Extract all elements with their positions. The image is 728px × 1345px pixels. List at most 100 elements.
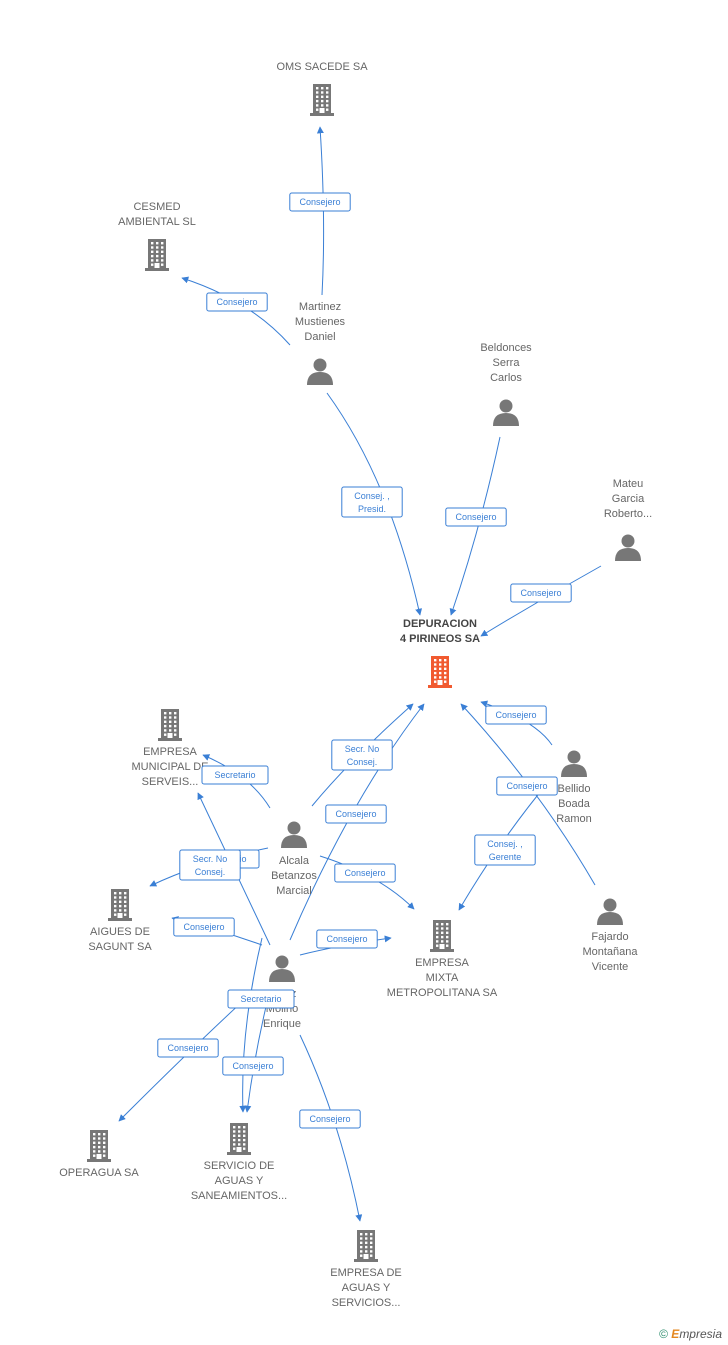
- node-label-line: SERVICIO DE: [204, 1160, 275, 1172]
- node-label-line: Ramon: [556, 813, 591, 825]
- edge-label-box: [341, 486, 403, 518]
- edge-label-martinez-to-oms[interactable]: Consejero: [289, 192, 351, 212]
- edge-label-box: [206, 292, 268, 312]
- node-label-line: Enrique: [263, 1018, 301, 1030]
- edge-label-text: Secr. No: [193, 854, 228, 864]
- node-label-line: Mustienes: [295, 316, 346, 328]
- node-label-line: Beldonces: [480, 342, 532, 354]
- nodes-layer: OMS SACEDE SA CESMED AMBIENTAL SL MartinezM…: [59, 61, 652, 1309]
- edge-label-alcala-to-emserveis[interactable]: Secretario: [201, 765, 269, 785]
- edge-label-box: [222, 1056, 284, 1076]
- edge-label-perez-to-eaguas[interactable]: Consejero: [299, 1109, 361, 1129]
- building-icon: [227, 1123, 251, 1155]
- node-aigues[interactable]: AIGUES DE SAGUNT SA: [88, 889, 152, 953]
- edge-label-box: [445, 507, 507, 527]
- node-label-line: AIGUES DE: [90, 926, 150, 938]
- edge-label-text: Consejero: [335, 809, 376, 819]
- edge-label-fajardo-to-depuracion[interactable]: Consejero: [496, 776, 558, 796]
- node-mateu[interactable]: MateuGarciaRoberto...: [604, 478, 652, 561]
- edge-label-box: [325, 804, 387, 824]
- building-icon: [430, 920, 454, 952]
- edge-label-alcala-to-emixta[interactable]: Consejero: [334, 863, 396, 883]
- node-label-line: 4 PIRINEOS SA: [400, 633, 480, 645]
- edge-label-perez-to-emserveis[interactable]: Secr. No Consej.: [179, 849, 241, 881]
- edge-label-text: Consej. ,: [487, 839, 523, 849]
- edge-label-perez-to-emixta[interactable]: Consejero: [316, 929, 378, 949]
- node-label-line: AGUAS Y: [215, 1175, 264, 1187]
- edge-label-text: Consej.: [195, 867, 226, 877]
- edge-label-bellido-to-emixta[interactable]: Consej. , Gerente: [474, 834, 536, 866]
- node-label-line: SERVEIS...: [142, 776, 199, 788]
- person-icon: [597, 898, 623, 925]
- building-icon: [108, 889, 132, 921]
- empresia-watermark[interactable]: © Empresia: [659, 1327, 722, 1341]
- edge-label-martinez-to-depuracion[interactable]: Consej. ,Presid.: [341, 486, 403, 518]
- node-label-line: Fajardo: [591, 931, 628, 943]
- edge-label-box: [289, 192, 351, 212]
- edge-label-text: Consejero: [344, 868, 385, 878]
- node-label-line: Martinez: [299, 301, 341, 313]
- edge-label-text: Consejero: [520, 588, 561, 598]
- edge-label-alcala-to-servicio[interactable]: Secretario: [227, 989, 295, 1009]
- node-label-line: Bellido: [557, 783, 590, 795]
- edge-label-perez-to-servicio[interactable]: Consejero: [222, 1056, 284, 1076]
- edge-label-box: [201, 765, 269, 785]
- edge-label-text: Consejero: [216, 297, 257, 307]
- edge-label-bellido-to-depuracion[interactable]: Consejero: [485, 705, 547, 725]
- node-label-line: Betanzos: [271, 870, 317, 882]
- person-icon: [561, 750, 587, 777]
- edge-label-text: Gerente: [489, 852, 522, 862]
- edge-label-text: Consejero: [309, 1114, 350, 1124]
- person-icon: [493, 399, 519, 426]
- edge-label-box: [227, 989, 295, 1009]
- edge-martinez-to-oms: [316, 126, 325, 296]
- edge-label-box: [510, 583, 572, 603]
- edge-label-box: [316, 929, 378, 949]
- edge-label-perez-to-operagua[interactable]: Consejero: [157, 1038, 219, 1058]
- edge-label-mateu-to-depuracion[interactable]: Consejero: [510, 583, 572, 603]
- node-label-line: Montañana: [582, 946, 638, 958]
- node-cesmed[interactable]: CESMED AMBIENTAL SL: [118, 201, 196, 271]
- edge-label-text: Consej. ,: [354, 491, 390, 501]
- node-label-line: Mateu: [613, 478, 644, 490]
- edge-label-perez-to-depuracion[interactable]: Consejero: [325, 804, 387, 824]
- building-icon: [310, 84, 334, 116]
- node-label-line: OMS SACEDE SA: [276, 61, 368, 73]
- node-oms[interactable]: OMS SACEDE SA: [276, 61, 368, 116]
- edge-label-text: Secretario: [214, 770, 255, 780]
- edge-label-perez-to-aigues[interactable]: Consejero: [173, 917, 235, 937]
- edge-label-box: [179, 849, 241, 881]
- node-label-line: CESMED: [133, 201, 180, 213]
- edge-label-text: Consejero: [299, 197, 340, 207]
- node-label-line: Garcia: [612, 493, 645, 505]
- node-label-line: EMPRESA DE: [330, 1267, 402, 1279]
- node-label-line: OPERAGUA SA: [59, 1167, 139, 1179]
- building-icon: [145, 239, 169, 271]
- edge-label-text: Consejero: [455, 512, 496, 522]
- edge-label-beldonces-to-depuracion[interactable]: Consejero: [445, 507, 507, 527]
- building-icon: [428, 656, 452, 688]
- node-label-line: SAGUNT SA: [88, 941, 152, 953]
- node-label-line: SERVICIOS...: [332, 1297, 401, 1309]
- edge-label-text: Consejero: [167, 1043, 208, 1053]
- node-label-line: AMBIENTAL SL: [118, 216, 196, 228]
- node-operagua[interactable]: OPERAGUA SA: [59, 1130, 139, 1179]
- edge-alcala-to-servicio: [239, 937, 263, 1113]
- edge-label-martinez-to-cesmed[interactable]: Consejero: [206, 292, 268, 312]
- edge-label-box: [331, 739, 393, 771]
- edge-beldonces-to-depuracion: [449, 436, 501, 616]
- node-label-line: Vicente: [592, 961, 629, 973]
- edge-label-text: Secretario: [240, 994, 281, 1004]
